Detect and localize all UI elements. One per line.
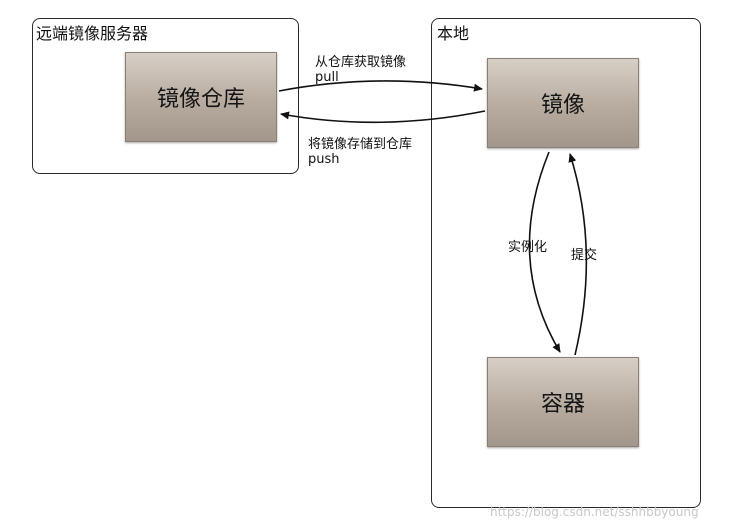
pull-label-cn: 从仓库获取镜像 [315,55,407,70]
watermark: https://blog.csdn.net/sshhbbyoung [490,505,699,519]
pull-arrow [278,80,483,92]
instantiate-arrow [528,151,561,353]
instantiate-label: 实例化 [508,240,548,255]
commit-arrow [568,153,588,356]
image-node: 镜像 [487,58,639,148]
push-arrow [280,110,486,124]
commit-label: 提交 [571,248,598,263]
push-label-cn: 将镜像存储到仓库 [308,137,413,152]
registry-node: 镜像仓库 [125,52,277,142]
push-label-en: push [308,152,340,167]
pull-label: 从仓库获取镜像 pull [315,55,406,85]
local-title: 本地 [437,24,470,43]
remote-server-title: 远端镜像服务器 [36,24,149,43]
push-label: 将镜像存储到仓库 push [308,137,412,167]
remote-server-group [32,18,299,174]
local-group [431,18,701,508]
container-node: 容器 [487,357,639,447]
pull-label-en: pull [315,70,339,85]
